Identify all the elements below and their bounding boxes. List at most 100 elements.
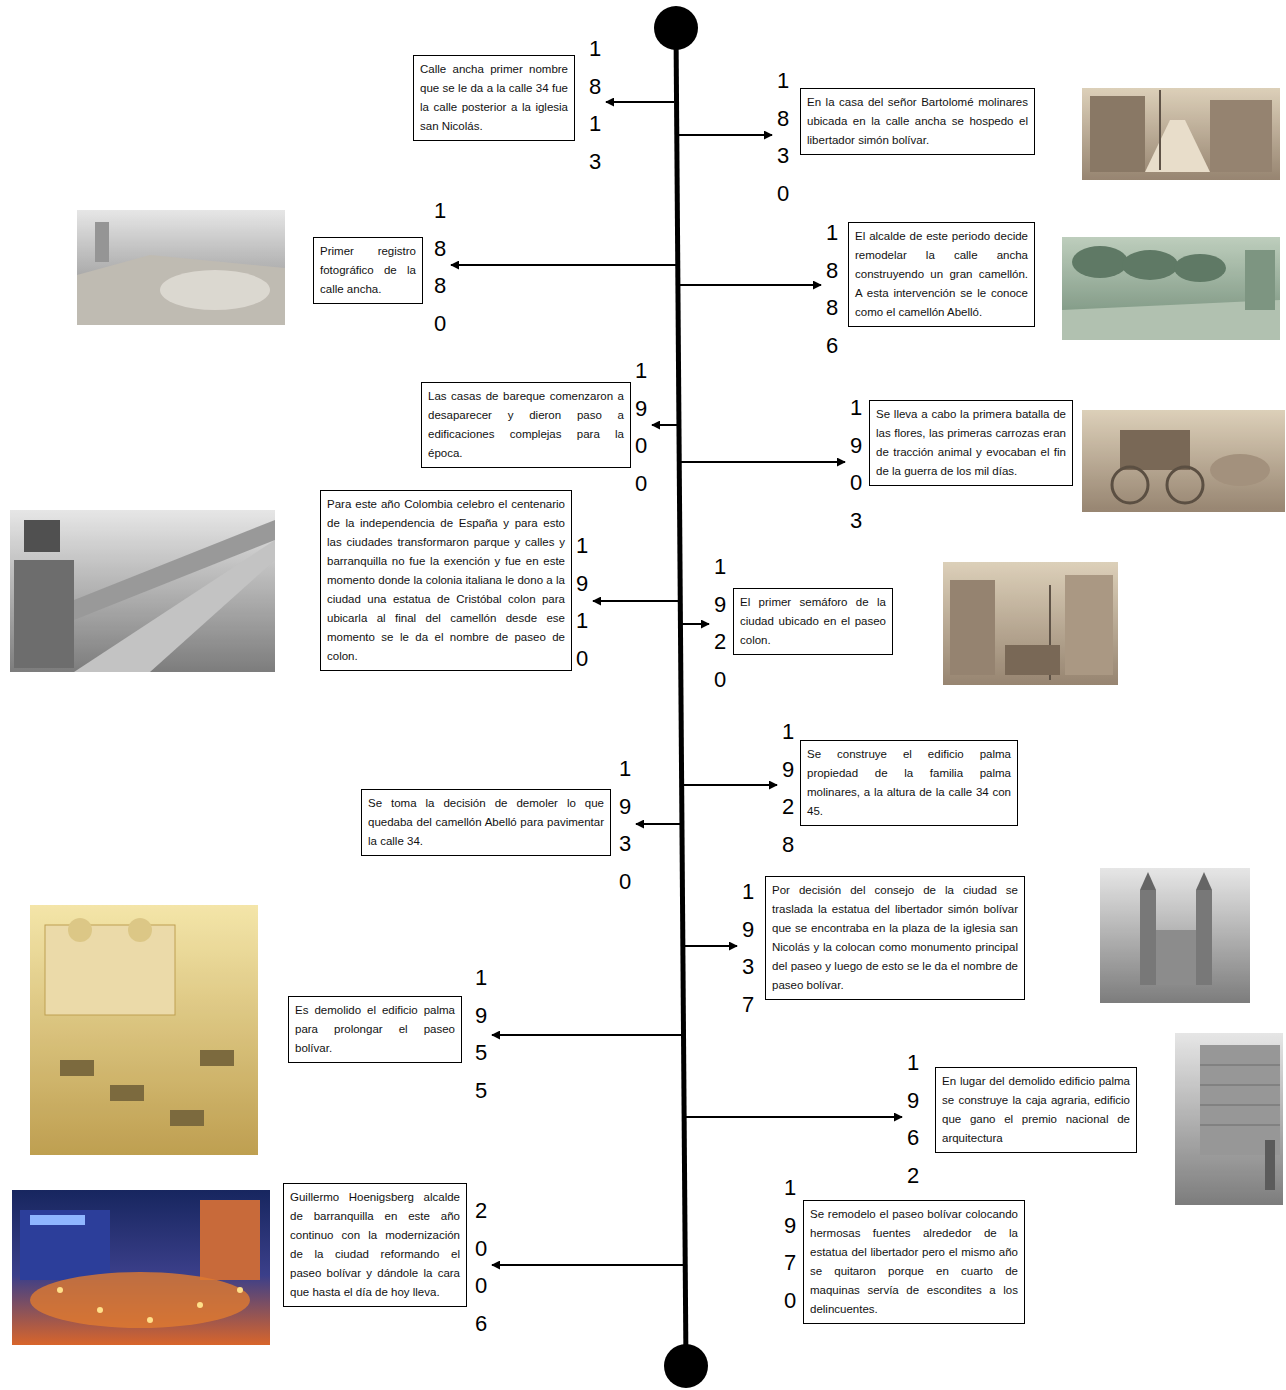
- leader-arrow: [593, 600, 679, 602]
- photo-buildings: [74, 520, 275, 620]
- photo-car: [60, 1060, 94, 1076]
- year-label: 1970: [783, 1169, 797, 1319]
- photo-building: [1245, 250, 1275, 310]
- photo-building: [1200, 1045, 1280, 1155]
- photo-building: [1065, 575, 1113, 675]
- photo-building: [1090, 96, 1145, 172]
- leader-arrow: [492, 1034, 683, 1036]
- year-label: 2006: [474, 1192, 488, 1342]
- photo-car: [200, 1050, 234, 1066]
- photo: [1082, 88, 1280, 180]
- leader-arrow: [677, 134, 772, 136]
- year-label: 1903: [849, 389, 863, 539]
- photo-building: [1210, 100, 1272, 172]
- photo-plaza: [30, 1272, 250, 1328]
- leader-arrow: [680, 623, 709, 625]
- event-text: Se toma la decisión de demoler lo que qu…: [368, 794, 604, 851]
- photo-tree: [1072, 246, 1128, 278]
- photo-spire: [1140, 872, 1156, 890]
- photo-car: [110, 1085, 144, 1101]
- photo: [1082, 410, 1285, 512]
- event-text: Se construye el edificio palma propiedad…: [807, 745, 1011, 821]
- photo-people: [1005, 645, 1060, 675]
- axis-end-dot: [664, 1344, 708, 1388]
- leader-arrow: [606, 101, 674, 103]
- photo-1880: [77, 210, 285, 325]
- photo-tower: [1140, 890, 1156, 985]
- event-box: 1920El primer semáforo de la ciudad ubic…: [733, 588, 893, 655]
- photo: [30, 905, 258, 1155]
- event-box: 2006Guillermo Hoenigsberg alcalde de bar…: [283, 1183, 467, 1307]
- photo-building: [45, 925, 175, 1015]
- event-box: 1903Se lleva a cabo la primera batalla d…: [869, 400, 1073, 486]
- year-label: 1830: [776, 62, 790, 212]
- year-label: 1886: [825, 214, 839, 364]
- event-box: 1937Por decisión del consejo de la ciuda…: [765, 876, 1025, 1000]
- event-box: 1880Primer registro fotográfico de la ca…: [313, 237, 423, 304]
- photo-dome: [68, 918, 92, 942]
- event-box: 1955Es demolido el edificio palma para p…: [288, 996, 462, 1063]
- timeline-axis: [676, 30, 686, 1368]
- photo: [1100, 868, 1250, 1003]
- photo-1955: [30, 905, 258, 1155]
- axis-end-dot: [654, 6, 698, 50]
- photo-wheel: [1112, 467, 1148, 503]
- photo-rooftops: [77, 255, 285, 325]
- axis-arrows: [451, 102, 902, 1265]
- event-text: El alcalde de este periodo decide remode…: [855, 227, 1028, 322]
- event-box: 1900Las casas de bareque comenzaron a de…: [421, 382, 631, 468]
- photo-tree: [1122, 250, 1178, 280]
- photo-1920: [943, 562, 1118, 685]
- photo-sign: [24, 520, 60, 552]
- year-label: 1920: [713, 548, 727, 698]
- photo-dome: [128, 918, 152, 942]
- leader-arrow: [678, 284, 821, 286]
- photo: [1175, 1033, 1283, 1205]
- photo-building: [14, 560, 74, 668]
- leader-arrow: [652, 424, 678, 426]
- photo-1937: [1100, 868, 1250, 1003]
- event-text: Primer registro fotográfico de la calle …: [320, 242, 416, 299]
- photo-square: [160, 270, 270, 310]
- photo-tower: [1196, 890, 1212, 985]
- photo-1962: [1175, 1033, 1283, 1205]
- photo-facade: [1156, 930, 1196, 985]
- photo-carriage: [1120, 430, 1190, 470]
- photo: [77, 210, 285, 325]
- photo-pole: [1159, 90, 1161, 170]
- leader-arrow: [679, 461, 845, 463]
- event-box: 1886El alcalde de este periodo decide re…: [848, 222, 1035, 327]
- year-label: 1813: [588, 30, 602, 180]
- photo-person: [1265, 1140, 1275, 1190]
- photo-building: [20, 1210, 110, 1280]
- year-label: 1910: [575, 527, 589, 677]
- event-text: Se remodelo el paseo bolívar colocando h…: [810, 1205, 1018, 1319]
- photo-sign: [30, 1215, 85, 1225]
- event-text: Se lleva a cabo la primera batalla de la…: [876, 405, 1066, 481]
- leader-arrow: [682, 945, 737, 947]
- year-label: 1937: [741, 873, 755, 1023]
- photo-car: [170, 1110, 204, 1126]
- photo-1903: [1082, 410, 1285, 512]
- leader-arrow: [681, 784, 777, 786]
- leader-arrow: [492, 1264, 685, 1266]
- photo: [1062, 237, 1280, 340]
- event-text: Por decisión del consejo de la ciudad se…: [772, 881, 1018, 995]
- photo-spire: [1196, 872, 1212, 890]
- event-box: 1830En la casa del señor Bartolomé molin…: [800, 88, 1035, 155]
- event-text: Para este año Colombia celebro el centen…: [327, 495, 565, 666]
- photo: [943, 562, 1118, 685]
- event-box: 1970Se remodelo el paseo bolívar colocan…: [803, 1200, 1025, 1324]
- event-text: En lugar del demolido edificio palma se …: [942, 1072, 1130, 1148]
- year-label: 1962: [906, 1044, 920, 1194]
- year-label: 1900: [634, 352, 648, 502]
- photo-2006: [12, 1190, 270, 1345]
- year-label: 1928: [781, 713, 795, 863]
- photo-horse: [1210, 454, 1270, 486]
- event-text: Guillermo Hoenigsberg alcalde de barranq…: [290, 1188, 460, 1302]
- photo-wheel: [1167, 467, 1203, 503]
- photo-tree: [1174, 254, 1226, 282]
- event-text: En la casa del señor Bartolomé molinares…: [807, 93, 1028, 150]
